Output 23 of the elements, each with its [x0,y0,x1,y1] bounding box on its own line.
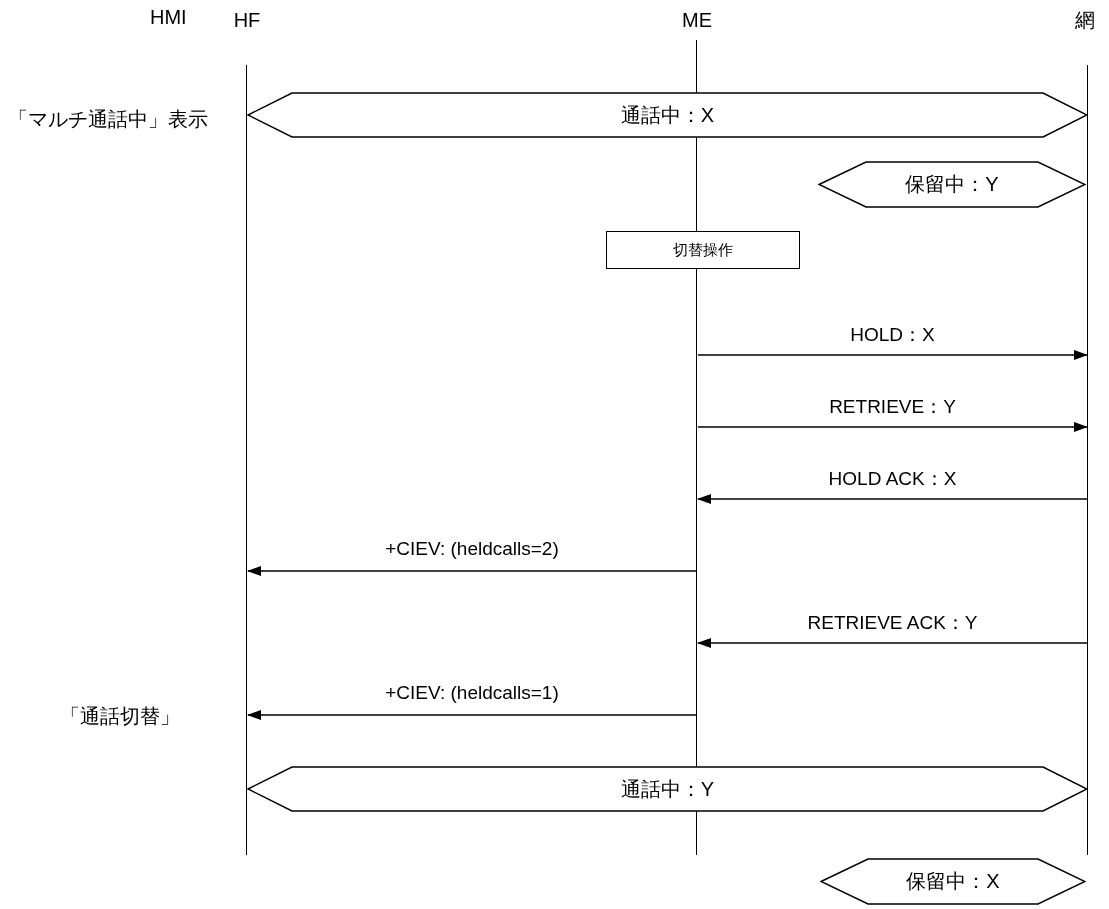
lifeline-header: HF [232,8,262,32]
message-arrow [247,566,697,576]
message-arrow [697,350,1088,360]
message-arrow [697,494,1088,504]
note-text: 「通話切替」 [60,704,180,729]
message-arrow [697,422,1088,432]
state-label: 保留中：Y [905,172,999,197]
lifeline-header: HMI [150,6,187,29]
message-label: +CIEV: (heldcalls=1) [384,682,560,704]
lifeline-header: ME [681,8,713,32]
message-label: RETRIEVE：Y [828,395,957,419]
lifeline-header: 網 [1074,8,1096,32]
note-text: 「マルチ通話中」表示 [8,107,208,132]
state-label: 保留中：X [906,869,1000,894]
message-label: HOLD ACK：X [827,467,958,491]
message-label: RETRIEVE ACK：Y [806,611,979,635]
message-label: +CIEV: (heldcalls=2) [384,538,560,560]
action-box: 切替操作 [606,231,800,269]
state-label: 通話中：X [620,102,715,128]
message-arrow [697,638,1088,648]
message-arrow [247,710,697,720]
message-label: HOLD：X [849,323,936,347]
state-label: 通話中：Y [620,776,715,802]
